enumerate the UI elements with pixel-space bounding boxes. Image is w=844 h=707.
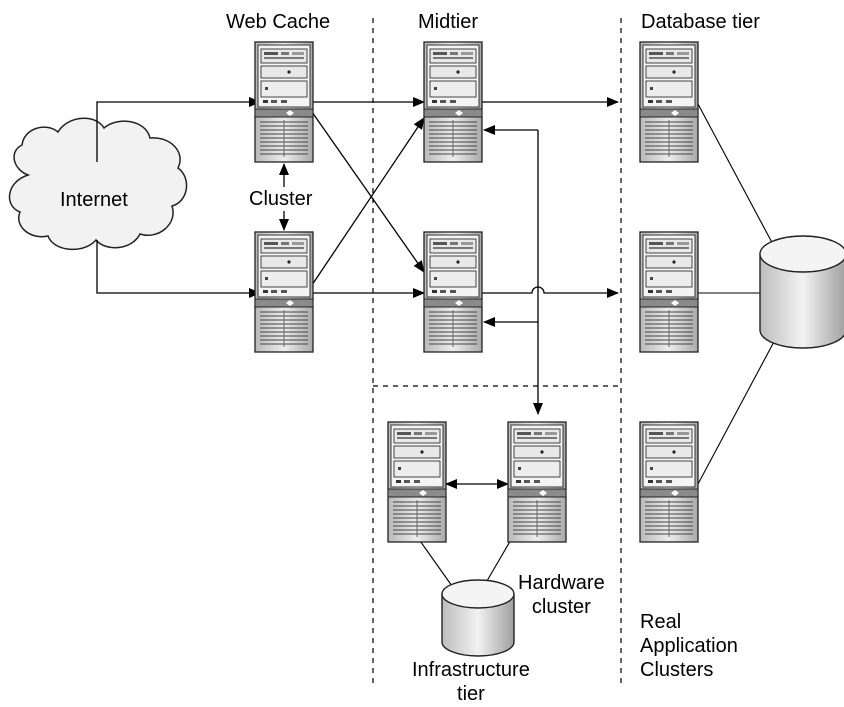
web-cache-server-1-icon <box>254 41 314 163</box>
internet-label: Internet <box>60 189 128 211</box>
real-application-clusters-label: Real Application Clusters <box>640 611 738 681</box>
mid2-to-db2-arrow <box>482 286 619 298</box>
midtier-server-1-icon <box>423 41 483 163</box>
cluster-label: Cluster <box>247 187 315 211</box>
hardware-cluster-label: Hardware cluster <box>518 572 605 618</box>
infrastructure-storage-cylinder-icon <box>441 579 515 657</box>
db3-to-rac-storage <box>697 337 777 485</box>
midtier-server-2-icon <box>423 231 483 353</box>
webcache1-to-mid2-arrow <box>311 111 425 273</box>
internet-to-webcache-1-arrow <box>96 97 261 162</box>
infra2-to-storage <box>483 537 513 587</box>
webcache2-to-mid1-arrow <box>311 117 425 286</box>
database-server-2-icon <box>639 231 699 353</box>
infrastructure-server-1-icon <box>387 421 447 543</box>
web-cache-server-2-icon <box>254 231 314 353</box>
database-server-1-icon <box>639 41 699 163</box>
infra1-to-storage <box>417 537 453 587</box>
infrastructure-tier-label: Infrastructure tier <box>412 659 530 705</box>
internet-cloud-icon <box>8 117 188 251</box>
database-tier-title: Database tier <box>641 11 760 33</box>
database-server-3-icon <box>639 421 699 543</box>
infrastructure-server-2-icon <box>507 421 567 543</box>
db1-to-rac-storage <box>697 103 777 251</box>
midtier-title: Midtier <box>418 11 479 33</box>
web-cache-tier-title: Web Cache <box>226 11 331 33</box>
internet-to-webcache-2-arrow <box>96 240 261 298</box>
rac-storage-cylinder-icon <box>759 235 844 349</box>
